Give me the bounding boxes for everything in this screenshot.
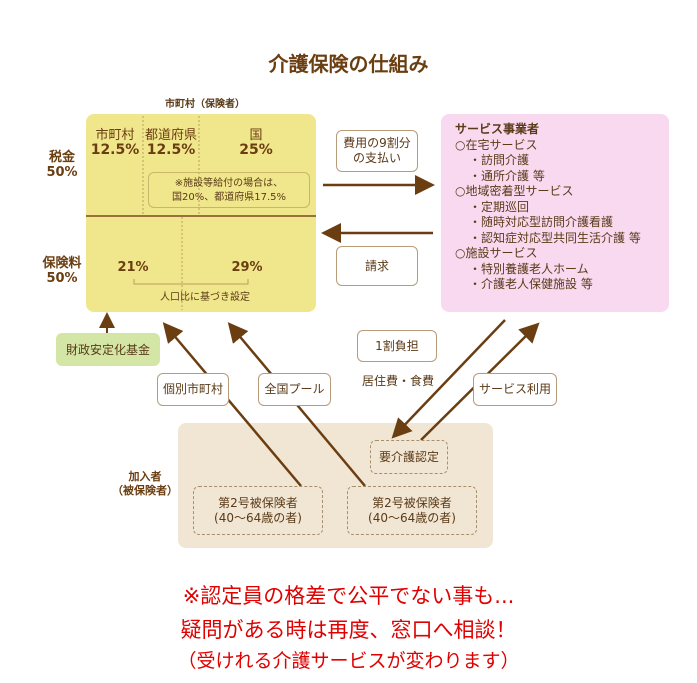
stabilization-fund: 財政安定化基金	[56, 333, 160, 366]
notice-line1: ※認定員の格差で公平でない事も...	[182, 584, 515, 608]
tax-pct: 50%	[46, 165, 78, 180]
national-pool-label: 全国プール	[258, 373, 331, 406]
provider-item: ○地域密着型サービス	[455, 184, 574, 198]
note-line1: ※施設等給付の場合は、	[174, 178, 284, 189]
funding-box	[86, 114, 316, 312]
insurer-label: 市町村（保険者）	[165, 99, 245, 110]
prefecture-name: 都道府県	[144, 128, 197, 143]
service-use-label: サービス利用	[473, 373, 557, 406]
national-name: 国	[249, 128, 263, 143]
claim-label: 請求	[336, 246, 418, 286]
individual-municipality-label: 個別市町村	[157, 373, 229, 406]
provider-item: ・特別養護老人ホーム	[469, 261, 589, 276]
premium-pct: 50%	[46, 271, 78, 286]
national-pct: 25%	[239, 142, 273, 158]
members-label1: 加入者	[128, 470, 162, 483]
municipality-pct: 12.5%	[90, 142, 140, 158]
provider-title: サービス事業者	[455, 122, 540, 136]
notice-line2: 疑問がある時は再度、窓口へ相談！	[180, 618, 517, 642]
provider-item: ・定期巡回	[469, 199, 530, 214]
insured-person-1: 第2号被保険者(40～64歳の者)	[193, 486, 323, 535]
provider-item: ・通所介護 等	[469, 168, 545, 183]
insured-person-2: 第2号被保険者(40～64歳の者)	[347, 486, 477, 535]
insured2-line1: 第2号被保険者	[372, 495, 452, 510]
provider-item: ・随時対応型訪問介護看護	[469, 215, 614, 229]
note-line2: 国20%、都道府県17.5%	[172, 192, 286, 203]
insured1-line1: 第2号被保険者	[218, 495, 298, 510]
provider-item: ・介護老人保健施設 等	[469, 277, 593, 291]
provider-item: ・認知症対応型共同生活介護 等	[469, 230, 641, 245]
payment-line2: の支払い	[352, 151, 401, 165]
facility-note: ※施設等給付の場合は、国20%、都道府県17.5%	[148, 172, 310, 208]
members-box	[178, 423, 493, 548]
members-label: 加入者（被保険者）	[100, 470, 190, 498]
care-certification: 要介護認定	[370, 440, 448, 474]
municipality-name: 市町村	[95, 128, 135, 143]
insured2-line2: (40～64歳の者)	[368, 510, 456, 525]
provider-item: ○在宅サービス	[455, 137, 538, 152]
provider-list: サービス事業者 ○在宅サービス ・訪問介護 ・通所介護 等 ○地域密着型サービス…	[455, 122, 641, 293]
payment-label: 費用の9割分の支払い	[336, 130, 418, 172]
living-costs-label: 居住費・食費	[361, 374, 434, 388]
tax-label-text: 税金	[48, 150, 75, 165]
population-basis: 人口比に基づき設定	[160, 292, 250, 303]
provider-box	[441, 114, 669, 312]
premium-21: 21%	[117, 260, 149, 275]
members-label2: （被保険者）	[112, 484, 178, 497]
premium-29: 29%	[231, 260, 263, 275]
provider-item: ・訪問介護	[469, 153, 530, 167]
insured1-line2: (40～64歳の者)	[214, 510, 302, 525]
provider-item: ○施設サービス	[455, 246, 538, 260]
premium-label-text: 保険料	[42, 256, 82, 271]
payment-line1: 費用の9割分	[343, 136, 411, 150]
notice-line3: （受けれる介護サービスが変わります）	[177, 650, 520, 672]
prefecture-pct: 12.5%	[146, 142, 196, 158]
page-title: 介護保険の仕組み	[268, 52, 429, 76]
copay-label: 1割負担	[357, 330, 437, 362]
